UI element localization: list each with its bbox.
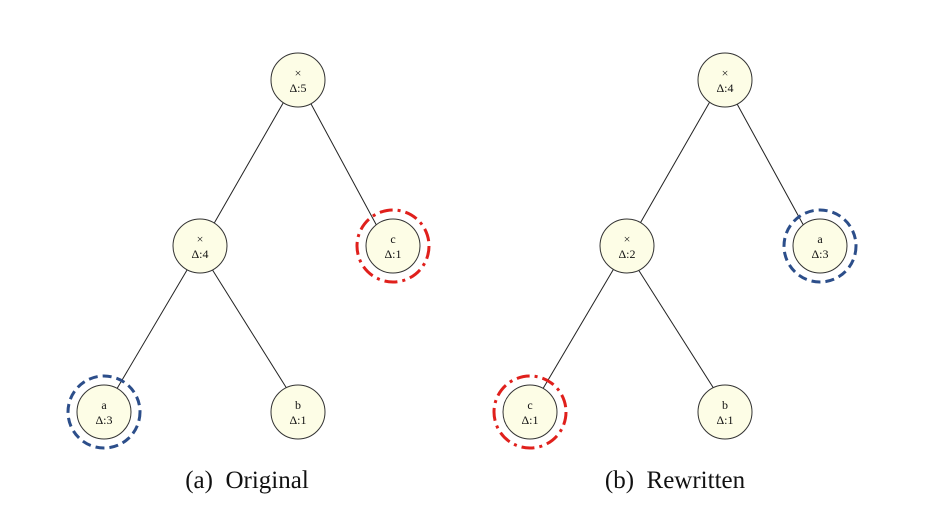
- tree-node-right: c Δ:1: [355, 208, 431, 284]
- tree-node-leaf-left: c Δ:1: [492, 374, 568, 450]
- tree-node-leaf-right: b Δ:1: [270, 384, 326, 440]
- edge-root-mid: [637, 97, 713, 228]
- tree-node-root: × Δ:4: [697, 52, 753, 108]
- tree-node-mid: × Δ:4: [172, 218, 228, 274]
- node-delta: Δ:1: [521, 413, 538, 427]
- node-delta: Δ:5: [289, 81, 306, 95]
- panel-original: × Δ:5 × Δ:4 c Δ:1 a Δ:3 b Δ:1: [66, 52, 431, 494]
- edge-root-right: [309, 101, 379, 229]
- edge-root-mid: [211, 97, 287, 228]
- node-delta: Δ:3: [95, 413, 112, 427]
- node-operator: c: [527, 398, 532, 412]
- edge-mid-leaf-left: [540, 264, 617, 393]
- tree-node-mid: × Δ:2: [599, 218, 655, 274]
- tree-node-leaf-left: a Δ:3: [66, 374, 142, 450]
- node-delta: Δ:3: [811, 247, 828, 261]
- edge-mid-leaf-right: [209, 265, 290, 393]
- node-delta: Δ:1: [384, 247, 401, 261]
- node-delta: Δ:4: [191, 247, 208, 261]
- highlight-ring-blue: [66, 374, 142, 450]
- node-operator: ×: [624, 232, 631, 246]
- node-operator: a: [817, 232, 823, 246]
- node-operator: c: [390, 232, 395, 246]
- tree-node-root: × Δ:5: [270, 52, 326, 108]
- node-delta: Δ:1: [716, 413, 733, 427]
- edge-root-right: [735, 101, 806, 229]
- highlight-ring-blue: [782, 208, 858, 284]
- node-operator: a: [101, 398, 107, 412]
- node-delta: Δ:4: [716, 81, 733, 95]
- tree-node-leaf-right: b Δ:1: [697, 384, 753, 440]
- node-delta: Δ:2: [618, 247, 635, 261]
- node-operator: b: [722, 398, 728, 412]
- node-operator: b: [295, 398, 301, 412]
- node-operator: ×: [295, 66, 302, 80]
- edge-mid-leaf-left: [114, 264, 191, 393]
- panel-rewritten: × Δ:4 × Δ:2 a Δ:3 c Δ:1 b Δ:1: [492, 52, 858, 494]
- caption-rewritten: (b) Rewritten: [605, 467, 746, 494]
- highlight-ring-red: [492, 374, 568, 450]
- edge-mid-leaf-right: [635, 265, 717, 393]
- node-delta: Δ:1: [289, 413, 306, 427]
- node-operator: ×: [722, 66, 729, 80]
- tree-node-right: a Δ:3: [782, 208, 858, 284]
- caption-original: (a) Original: [185, 467, 309, 494]
- highlight-ring-red: [355, 208, 431, 284]
- node-operator: ×: [197, 232, 204, 246]
